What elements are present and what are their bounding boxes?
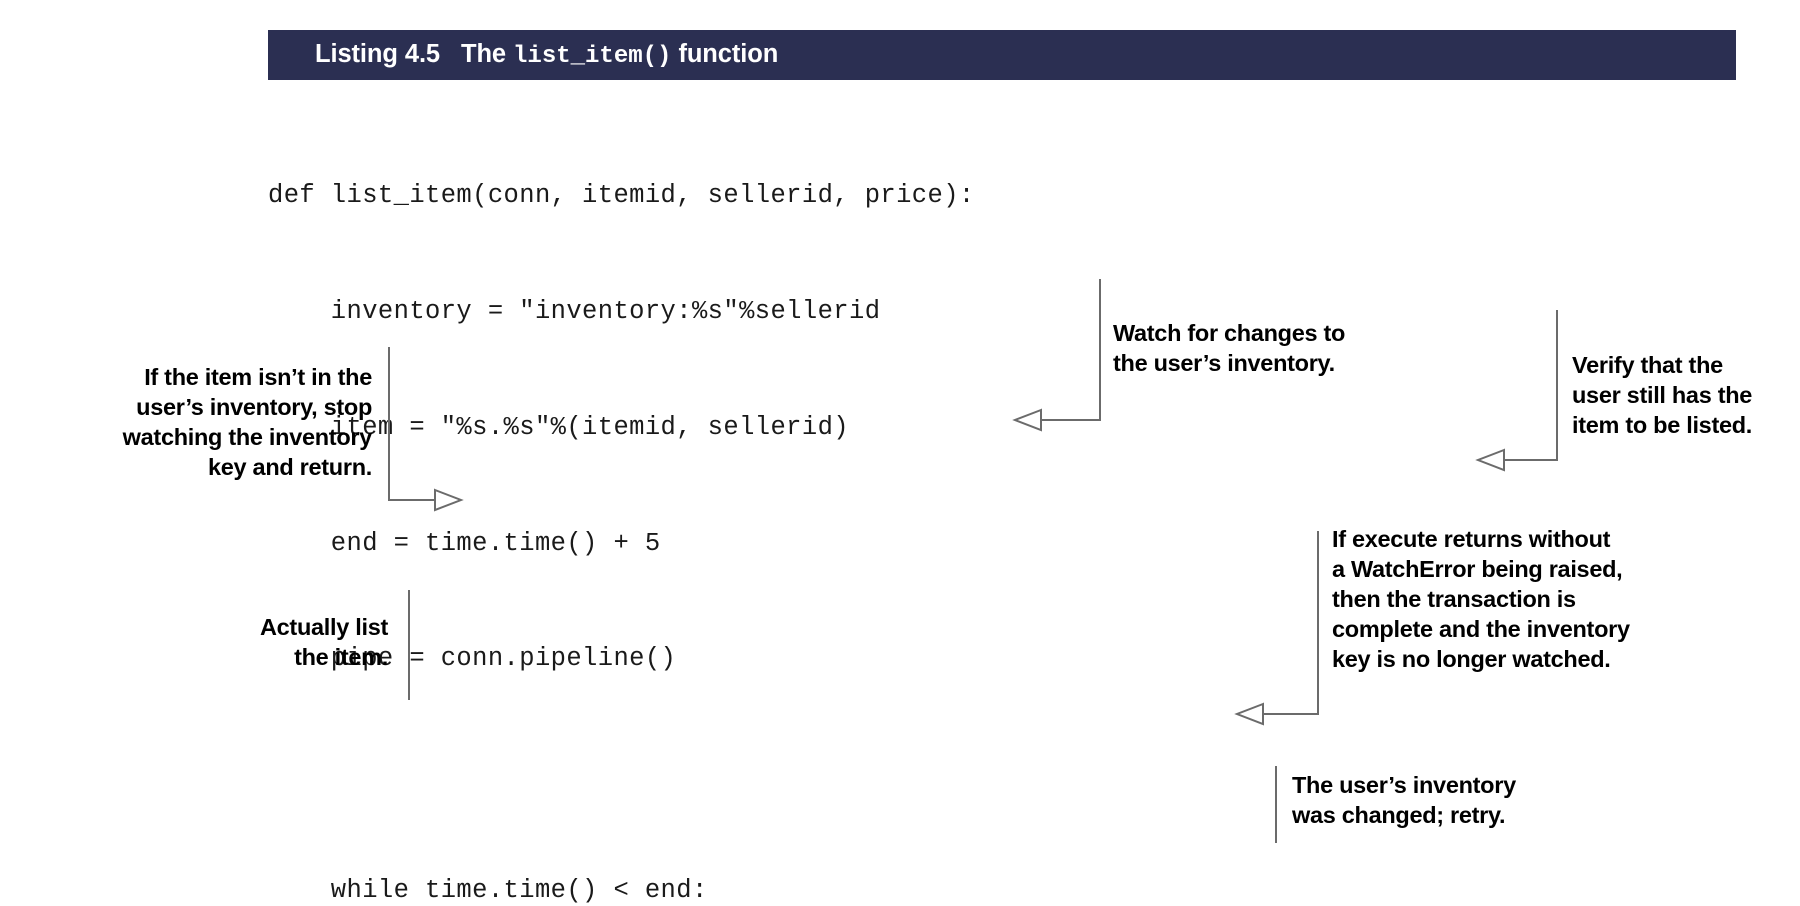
- code-line: item = "%s.%s"%(itemid, sellerid): [268, 412, 849, 442]
- listing-function-name: list_item(): [513, 42, 672, 70]
- annot-user-inventory-changed: The user’s inventory was changed; retry.: [1292, 772, 1516, 828]
- code-line: while time.time() < end:: [268, 875, 708, 905]
- annot-actually-list: Actually list the item.: [259, 614, 388, 670]
- annot-execute-returns: If execute returns without a WatchError …: [1332, 526, 1630, 672]
- connector-verify-item: [1475, 310, 1558, 472]
- listing-header-text: Listing 4.5 The list_item() function: [268, 39, 779, 70]
- code-line-blank: [268, 756, 1100, 795]
- code-line: inventory = "inventory:%s"%sellerid: [268, 296, 881, 326]
- listing-header-bar: Listing 4.5 The list_item() function: [268, 30, 1736, 80]
- listing-number: Listing 4.5: [315, 39, 441, 68]
- annot-not-in-inventory: If the item isn’t in the user’s inventor…: [122, 364, 373, 480]
- annot-verify-item: Verify that the user still has the item …: [1572, 352, 1753, 438]
- connector-execute-returns: [1234, 531, 1319, 726]
- listing-title-suffix: function: [671, 39, 779, 68]
- code-listing: def list_item(conn, itemid, sellerid, pr…: [268, 100, 1100, 906]
- annot-watch-changes: Watch for changes to the user’s inventor…: [1113, 320, 1346, 376]
- listing-title-gap: [440, 40, 461, 68]
- listing-title-the: The: [460, 39, 514, 68]
- code-line: end = time.time() + 5: [268, 528, 661, 558]
- code-line: pipe = conn.pipeline(): [268, 644, 677, 674]
- code-line: def list_item(conn, itemid, sellerid, pr…: [268, 181, 975, 211]
